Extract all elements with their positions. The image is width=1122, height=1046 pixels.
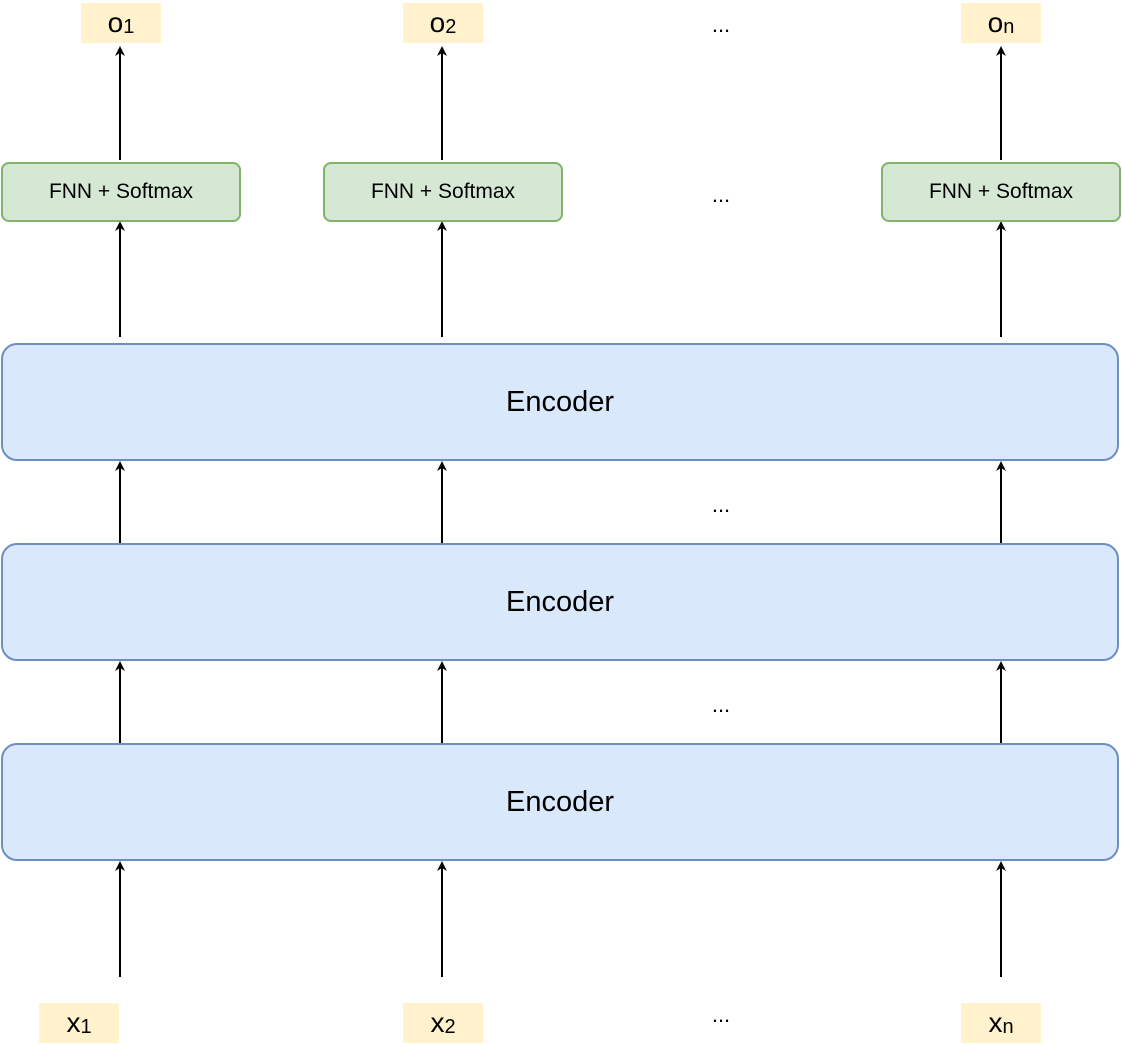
input-token-n-sub: n [1002,1016,1014,1038]
encoder-bottom: Encoder [1,743,1119,861]
input-token-2-sub: 2 [444,1016,456,1038]
fnn-softmax-head-2: FNN + Softmax [323,162,563,222]
input-token-n-base: x [988,1007,1003,1038]
output-token-n-sub: n [1003,16,1015,38]
fnn-softmax-head-2-label: FNN + Softmax [370,180,516,203]
ellipsis-between-encoders-lower: ... [711,692,731,717]
fnn-softmax-head-1-label: FNN + Softmax [48,180,194,203]
ellipsis-outputs: ... [711,12,731,37]
encoder-middle-label: Encoder [505,585,614,618]
output-token-1-sub: 1 [123,16,135,38]
ellipsis-inputs: ... [711,1002,731,1027]
output-token-n-base: o [987,7,1004,38]
output-token-1-base: o [107,7,124,38]
encoder-middle: Encoder [1,543,1119,661]
encoder-bottom-label: Encoder [505,785,614,818]
ellipsis-between-encoders-upper: ... [711,492,731,517]
encoder-top-label: Encoder [505,385,614,418]
encoder-top: Encoder [1,343,1119,461]
output-token-2-base: o [429,7,446,38]
output-token-2-sub: 2 [445,16,457,38]
input-token-2-base: x [430,1007,445,1038]
input-token-1-sub: 1 [80,1016,92,1038]
fnn-softmax-head-1: FNN + Softmax [1,162,241,222]
fnn-softmax-head-n: FNN + Softmax [881,162,1121,222]
input-token-1-base: x [66,1007,81,1038]
fnn-softmax-head-n-label: FNN + Softmax [928,180,1074,203]
ellipsis-heads: ... [711,182,731,207]
